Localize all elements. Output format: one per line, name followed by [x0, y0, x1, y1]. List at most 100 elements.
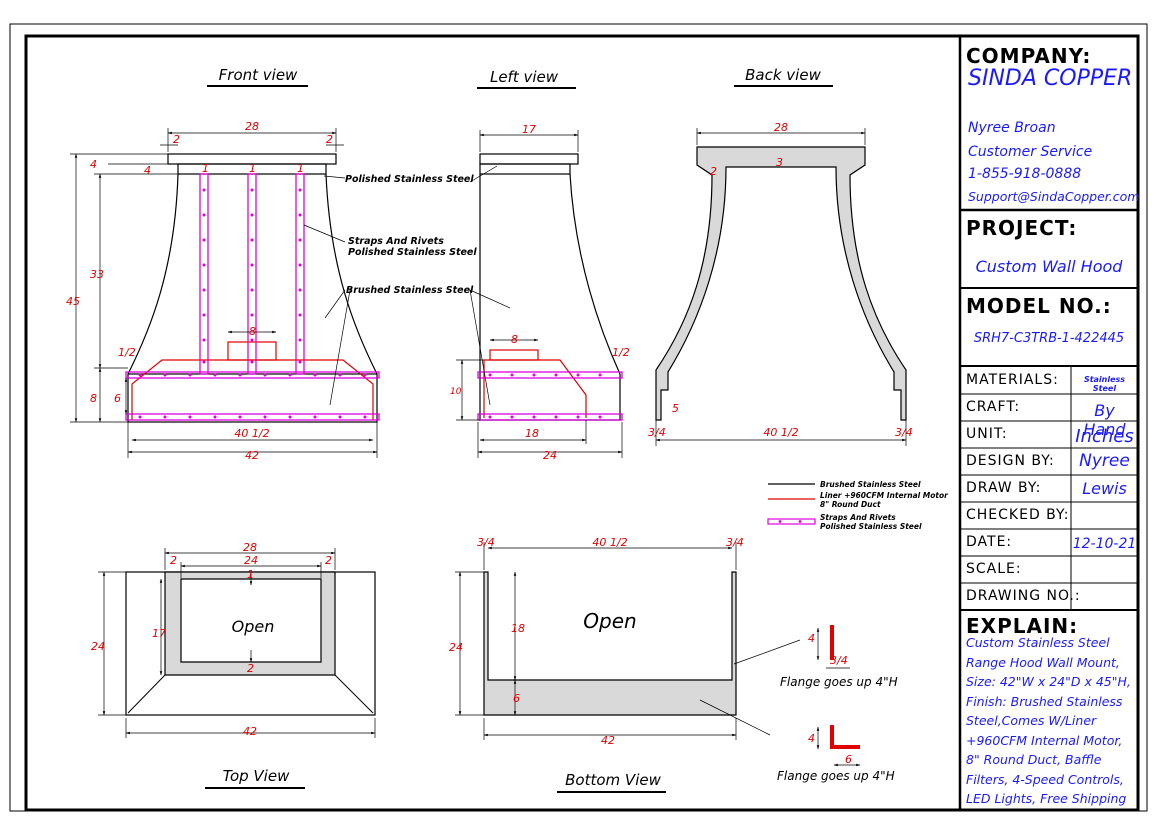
dim-left-band-h: 10: [450, 387, 462, 397]
draw-by-label: DRAW BY:: [966, 480, 1042, 496]
dim-left-inner-w: 18: [525, 427, 539, 440]
dim-flange1-h: 4: [808, 632, 815, 645]
contact-phone: 1-855-918-0888: [968, 166, 1082, 182]
dim-front-inner-w: 40 1/2: [234, 427, 269, 440]
dim-left-half: 1/2: [612, 346, 630, 359]
bottom-view: 3/4 40 1/2 3/4 24 18 6 42 Open: [449, 536, 801, 747]
scale-label: SCALE:: [966, 561, 1022, 577]
dim-bot-total-w: 42: [601, 734, 615, 747]
contact-role: Customer Service: [968, 144, 1093, 160]
dim-front-strap2: 1: [249, 162, 256, 175]
contact-email: Support@SindaCopper.com: [968, 189, 1140, 204]
top-open-label: Open: [232, 617, 275, 636]
title-block: COMPANY: SINDA COPPER Nyree Broan Custom…: [960, 36, 1140, 810]
dim-bot-frac-r: 3/4: [726, 536, 744, 549]
explain-text: Custom Stainless Steel Range Hood Wall M…: [966, 633, 1138, 809]
date-label: DATE:: [966, 534, 1013, 550]
top-view-title: Top View: [223, 767, 290, 785]
note-brushed: Brushed Stainless Steel: [346, 285, 474, 296]
dim-front-half: 1/2: [118, 346, 136, 359]
legend: Brushed Stainless Steel Liner +960CFM In…: [767, 480, 949, 531]
dim-front-top-width: 28: [245, 120, 259, 133]
dim-bot-inner-w: 40 1/2: [592, 536, 627, 549]
dim-top-bottom2: 2: [247, 662, 254, 675]
design-by-value: Nyree: [1079, 451, 1130, 471]
dim-top-depth: 17: [152, 627, 166, 640]
craft-value: By Hand: [1083, 401, 1126, 439]
explain-line: Range Hood Wall Mount,: [966, 654, 1120, 670]
legend-liner-1: Liner +960CFM Internal Motor: [820, 491, 949, 500]
drawing-no-label: DRAWING NO.:: [966, 588, 1081, 604]
dim-back-top-thk: 3: [776, 156, 783, 169]
dim-back-notch: 5: [672, 402, 679, 415]
explain-label: EXPLAIN:: [966, 614, 1079, 638]
dim-flange2-w: 6: [845, 753, 852, 766]
model-label: MODEL NO.:: [966, 294, 1112, 318]
dim-left-total-w: 24: [543, 449, 557, 462]
unit-label: UNIT:: [966, 426, 1008, 442]
dim-front-band-h: 6: [114, 392, 121, 405]
dim-front-overhang-left: 2: [173, 133, 180, 146]
company-name: SINDA COPPER: [968, 66, 1133, 91]
left-view: 17 1/2 8 10 18 24: [450, 123, 630, 462]
dim-back-inner-w: 40 1/2: [763, 426, 798, 439]
dim-flange1-t: 3/4: [830, 654, 848, 667]
materials-value: Stainless Steel: [1083, 375, 1126, 393]
dim-top-overall-d: 24: [91, 640, 105, 653]
draw-by-value: Lewis: [1082, 479, 1127, 498]
title-block-grid: [958, 36, 1138, 810]
front-view-title: Front view: [219, 66, 298, 84]
explain-line: 8" Round Duct, Baffle: [966, 752, 1102, 767]
model-value: SRH7-C3TRB-1-422445: [973, 331, 1125, 346]
dim-front-crown-h: 4: [90, 158, 97, 171]
dim-top-side1: 1: [247, 568, 254, 581]
legend-brushed: Brushed Stainless Steel: [820, 480, 921, 489]
dim-top-total-w: 42: [243, 725, 257, 738]
dim-front-strap3: 1: [297, 162, 304, 175]
note-straps-2: Polished Stainless Steel: [348, 247, 477, 258]
dim-back-frac-r: 3/4: [895, 426, 913, 439]
explain-line: Size: 42"W x 24"D x 45"H,: [966, 674, 1131, 689]
explain-line: Custom Stainless Steel: [966, 635, 1110, 650]
dim-top-inner: 24: [244, 554, 258, 567]
materials-label: MATERIALS:: [966, 372, 1059, 388]
inner-border: [24, 34, 1140, 812]
front-view: 28 2 2 4 4 45 33 1 1 1 8 1/2 6 8 40 1/2 …: [66, 120, 477, 462]
design-by-label: DESIGN BY:: [966, 453, 1055, 469]
left-view-title: Left view: [490, 68, 559, 86]
dim-front-crown-h2: 4: [144, 164, 151, 177]
explain-line: Finish: Brushed Stainless: [966, 693, 1123, 709]
legend-liner-2: 8" Round Duct: [820, 500, 881, 509]
flange1-note: Flange goes up 4"H: [780, 675, 898, 689]
company-label: COMPANY:: [966, 44, 1092, 68]
dim-bot-shelf: 6: [513, 692, 520, 705]
dim-bot-frac-l: 3/4: [477, 536, 495, 549]
dim-flange2-h: 4: [808, 732, 815, 745]
dim-front-body-h: 33: [90, 268, 104, 281]
contact-name: Nyree Broan: [968, 120, 1056, 136]
dim-top-left2: 2: [170, 554, 177, 567]
dim-bot-inner-d: 18: [511, 622, 525, 635]
explain-line: Filters, 4-Speed Controls,: [966, 771, 1124, 787]
date-value: 12-10-21: [1072, 536, 1137, 552]
dim-back-top-w: 28: [774, 121, 788, 134]
dim-back-frac-l: 3/4: [648, 426, 666, 439]
dim-left-top-w: 17: [522, 123, 536, 136]
back-view-title: Back view: [745, 66, 821, 84]
legend-straps-1: Straps And Rivets: [820, 513, 896, 522]
bottom-view-title: Bottom View: [565, 771, 661, 789]
dim-left-liner-w: 8: [511, 333, 518, 346]
dim-top-w: 28: [243, 541, 257, 554]
legend-straps-2: Polished Stainless Steel: [820, 522, 922, 531]
bottom-open-label: Open: [583, 609, 636, 633]
dim-front-overhang-right: 2: [326, 133, 333, 146]
project-value: Custom Wall Hood: [975, 257, 1123, 276]
back-view: 28 2 3 5 3/4 40 1/2 3/4: [648, 121, 913, 446]
dim-front-base-h: 8: [90, 392, 97, 405]
note-straps-1: Straps And Rivets: [348, 236, 444, 247]
explain-line: LED Lights, Free Shipping: [966, 791, 1127, 806]
dim-top-right2: 2: [325, 554, 332, 567]
dim-front-strap1: 1: [202, 162, 209, 175]
dim-front-liner-w: 8: [249, 325, 256, 338]
